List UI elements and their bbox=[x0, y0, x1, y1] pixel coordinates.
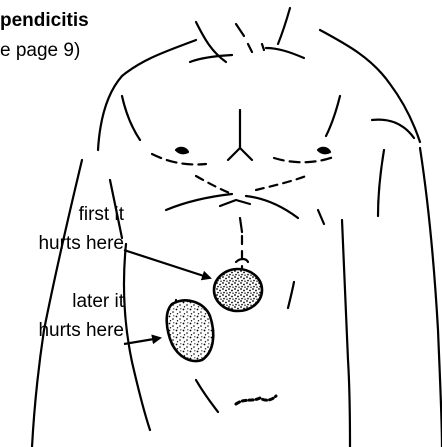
pubic-hair bbox=[236, 396, 276, 404]
clavicle-right bbox=[266, 48, 304, 58]
rib-arch-right bbox=[246, 196, 298, 218]
right-shoulder-outline bbox=[320, 30, 420, 142]
navel bbox=[236, 259, 248, 262]
neck-center-mark bbox=[236, 24, 244, 36]
left-shoulder-outline bbox=[98, 40, 196, 150]
ab-line-upper bbox=[220, 200, 250, 206]
first-pain-area bbox=[214, 269, 262, 311]
left-nipple bbox=[176, 148, 188, 153]
left-torso-side bbox=[124, 244, 150, 430]
rib-v-right bbox=[240, 148, 252, 160]
right-nipple bbox=[318, 148, 330, 153]
right-torso-side bbox=[342, 220, 350, 447]
left-arm-outer bbox=[32, 160, 82, 447]
first-pain-arrow bbox=[124, 250, 210, 278]
ab-side-mark bbox=[318, 210, 324, 224]
right-arm-outer bbox=[420, 148, 442, 447]
left-arm-inner bbox=[110, 180, 122, 238]
right-chest-contour bbox=[326, 96, 340, 136]
rib-arch-left bbox=[166, 194, 232, 210]
right-arm-inner bbox=[378, 150, 384, 216]
left-chest-contour bbox=[122, 96, 140, 140]
rib-v-left bbox=[228, 148, 240, 160]
lower-chest-right bbox=[256, 176, 306, 190]
neck-right-line bbox=[278, 8, 290, 44]
ab-line-middle bbox=[240, 218, 242, 232]
later-pain-arrow bbox=[124, 338, 160, 344]
right-elbow-crease bbox=[372, 120, 414, 138]
later-pain-area bbox=[167, 300, 214, 361]
lower-ab-right-mark bbox=[288, 282, 294, 308]
groin-left bbox=[196, 380, 218, 412]
sternum-notch bbox=[248, 44, 264, 52]
right-pec-line bbox=[274, 156, 336, 162]
lower-chest-left bbox=[196, 176, 232, 194]
left-pec-line bbox=[152, 154, 206, 165]
